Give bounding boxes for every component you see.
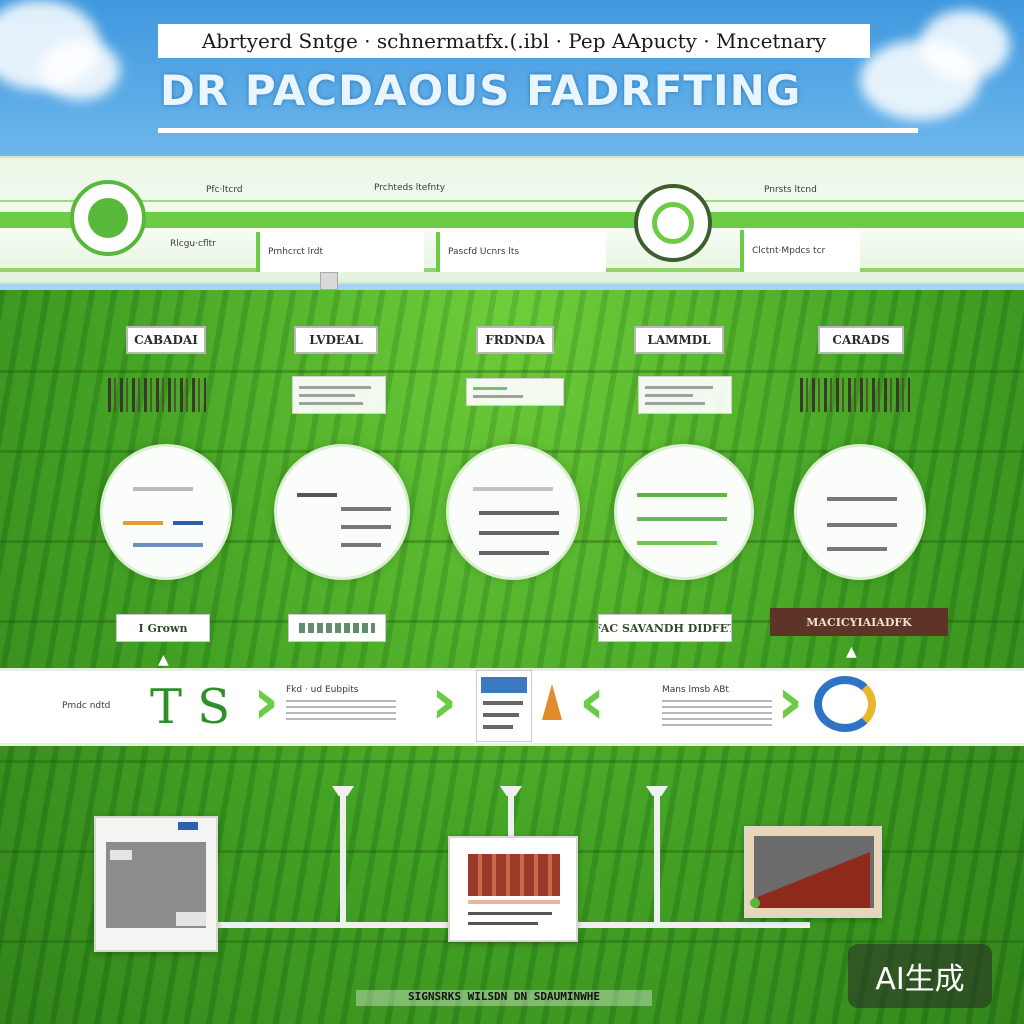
band-box-2: Pascfd Ucnrs lts [436,232,606,272]
column-caption-1: I Grown [116,614,210,642]
circle-diagram-2 [274,444,410,580]
document-card-3 [744,826,882,918]
circle-diagram-5 [794,444,926,580]
leaf-icon [70,180,146,256]
subtitle-box: Abrtyerd Sntge · schnermatfx.(.ibl · Pep… [158,24,870,58]
column-label-2: LVDEAL [294,326,378,354]
chevron-right-icon: › [430,665,458,739]
band-label-3: Rlcgu·cfltr [170,239,216,249]
process-step-2: Mans lmsb ABt [662,685,729,695]
column-note-3 [466,378,564,406]
document-card-1 [94,816,218,952]
column-caption-4: FAC SAVANDH DIDFET [598,614,732,642]
column-caption-5: MACICYIAIADFK [770,608,948,636]
chevron-left-icon: ‹ [578,665,606,739]
band-stripe [0,212,1024,228]
recycle-icon [814,676,876,732]
process-left-text: Pmdc ndtd [62,701,111,711]
barcode-graphic [800,378,910,412]
circle-diagram-1 [100,444,232,580]
connector-icon [320,272,338,290]
circle-diagram-4 [614,444,754,580]
circle-diagram-3 [446,444,580,580]
column-note-2 [292,376,386,414]
band-label-1: Pfc·ltcrd [206,185,243,195]
chevron-right-icon: › [776,665,804,739]
title-divider [158,128,918,133]
ai-generated-badge: AI生成 [848,944,992,1008]
barcode-graphic [108,378,206,412]
footer-text: SIGNSRKS WILSDN DN SDAUMINWHE [356,990,652,1006]
column-label-5: CARADS [818,326,904,354]
column-label-4: LAMMDL [634,326,724,354]
process-letters: T S [150,679,231,735]
band-box-3: Clctnt·Mpdcs tcr [740,230,860,272]
up-caret-icon: ▲ [158,652,169,668]
building-icon [476,670,532,742]
band-label-4: Pnrsts ltcnd [764,185,817,195]
chevron-right-icon: › [252,665,280,739]
column-caption-2 [288,614,386,642]
page-title: DR PACDAOUS FADRFTING [160,66,802,115]
column-label-3: FRDNDA [476,326,554,354]
band-box-1: Pmhcrct lrdt [256,232,424,272]
column-note-4 [638,376,732,414]
info-band: Pfc·ltcrd Prchteds ltefnty Rlcgu·cfltr P… [0,156,1024,284]
band-label-2: Prchteds ltefnty [374,183,446,193]
subtitle-text: Abrtyerd Sntge · schnermatfx.(.ibl · Pep… [201,29,827,53]
column-label-1: CABADAI [126,326,206,354]
process-step-1: Fkd · ud Eubpits [286,685,359,695]
up-caret-icon: ▲ [846,644,857,660]
globe-icon [634,184,712,262]
document-card-2 [448,836,578,942]
